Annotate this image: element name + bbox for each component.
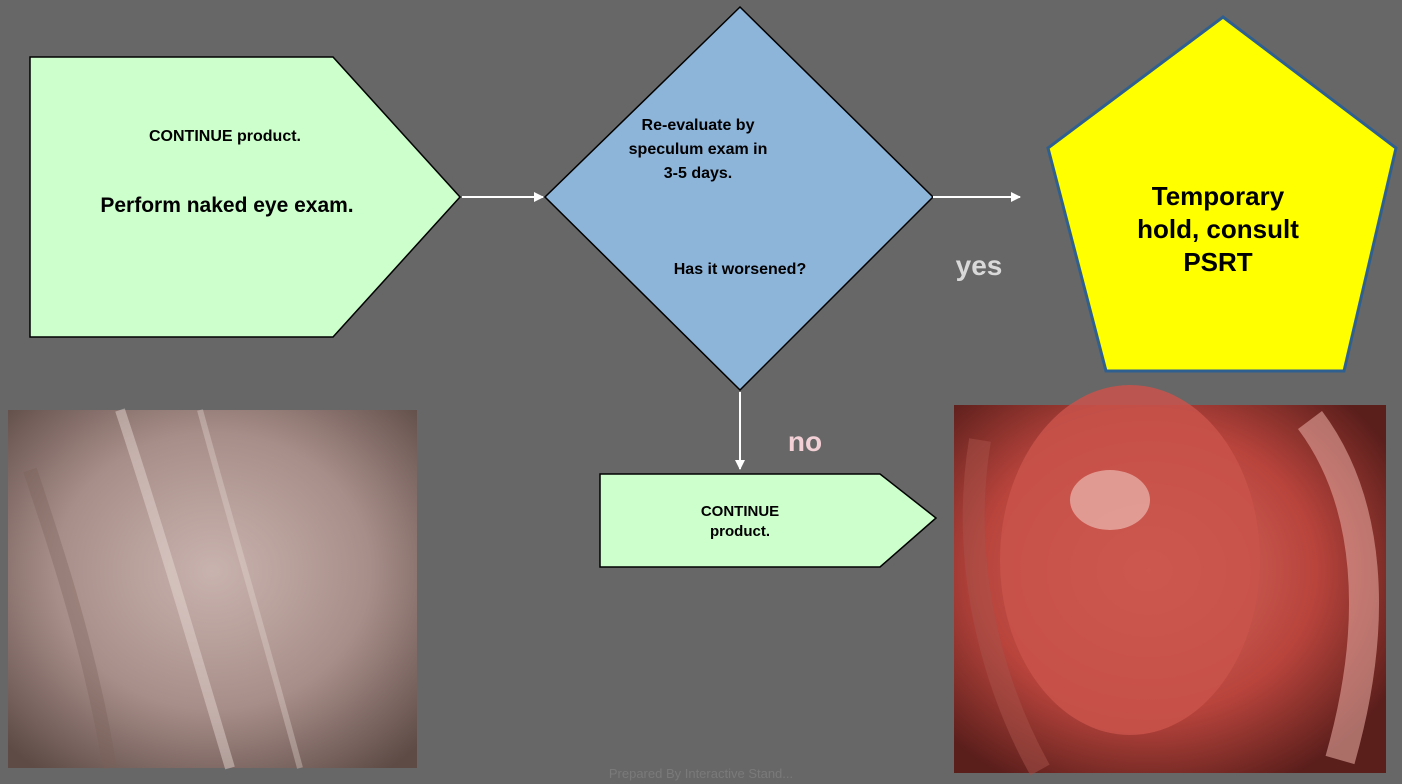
left-clinical-photo xyxy=(8,410,417,768)
decision-node-line2: Has it worsened? xyxy=(620,261,860,279)
footer-text: Prepared By Interactive Stand... xyxy=(0,766,1402,781)
decision-node-line1: Re-evaluate by speculum exam in 3-5 days… xyxy=(623,114,773,186)
start-node-line1: CONTINUE product. xyxy=(60,128,390,146)
decision-node-shape xyxy=(545,7,933,390)
continue-node-text: CONTINUE product. xyxy=(680,502,800,542)
edge-label-no: no xyxy=(770,426,840,458)
hold-node-text: Temporary hold, consult PSRT xyxy=(1128,180,1308,279)
right-clinical-photo xyxy=(954,385,1386,773)
edge-label-yes: yes xyxy=(944,250,1014,282)
start-node-line2: Perform naked eye exam. xyxy=(92,192,362,220)
